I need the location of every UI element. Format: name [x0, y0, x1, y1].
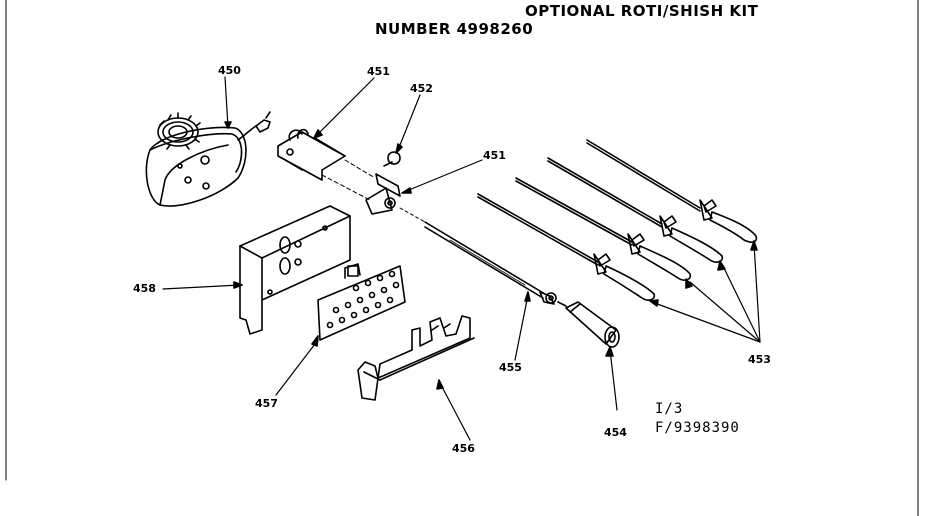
figure-number: F/9398390 [655, 420, 740, 436]
label-450: 450 [218, 64, 241, 77]
label-456: 456 [452, 442, 475, 455]
label-452: 452 [410, 82, 433, 95]
part-458-base-bracket [240, 206, 350, 334]
kit-number: NUMBER 4998260 [375, 20, 534, 38]
label-451-upper: 451 [367, 65, 390, 78]
part-453-skewers [478, 140, 756, 300]
part-454-handle [566, 302, 619, 347]
skewer-4 [478, 194, 654, 300]
label-457: 457 [255, 397, 278, 410]
label-453: 453 [748, 353, 771, 366]
leader-453 [652, 244, 760, 342]
part-450-motor [146, 112, 270, 206]
label-455: 455 [499, 361, 522, 374]
skewer-3 [516, 178, 690, 280]
part-451-bracket-upper [278, 130, 345, 180]
label-454: 454 [604, 426, 627, 439]
part-455-spit-rod [425, 222, 566, 306]
label-458: 458 [133, 282, 156, 295]
skewer-2 [548, 158, 722, 262]
part-457-mounting-plate [318, 264, 405, 340]
part-456-spit-rest [358, 316, 474, 400]
part-452-clip [384, 152, 400, 166]
label-451-lower: 451 [483, 149, 506, 162]
part-451-spit-support [366, 174, 400, 214]
skewer-1 [587, 140, 756, 242]
page-reference: I/3 [655, 401, 684, 417]
diagram-title: OPTIONAL ROTI/SHISH KIT [525, 2, 759, 20]
